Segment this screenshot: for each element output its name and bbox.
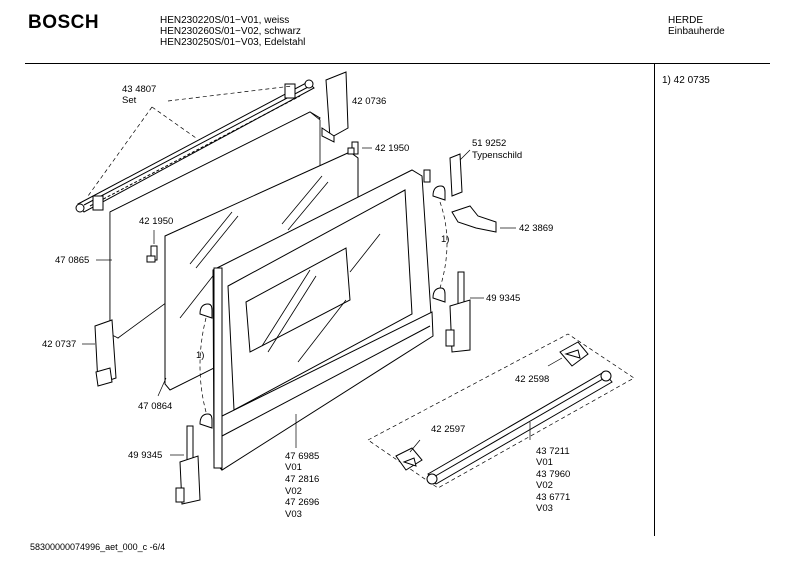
part-label-499345-right: 49 9345 <box>486 293 520 304</box>
handle-bar <box>426 370 613 485</box>
door-variant-5: V03 <box>285 509 302 520</box>
hinge-cover-door-upper <box>199 303 213 319</box>
hinge-right <box>445 271 471 353</box>
part-label-434807: 43 4807 <box>122 84 156 95</box>
model-line: HEN230260S/01−V02, schwarz <box>160 26 301 37</box>
header-divider <box>25 63 770 64</box>
model-list: HEN230220S/01−V01, weiss HEN230260S/01−V… <box>160 15 305 48</box>
part-label-470865: 47 0865 <box>55 255 89 266</box>
part-label-499345-left: 49 9345 <box>128 450 162 461</box>
door-variant-3: V02 <box>285 486 302 497</box>
footnote: 1) 42 0735 <box>662 75 710 86</box>
door-variant-1: V01 <box>285 462 302 473</box>
handle-variant-2: 43 7960 <box>536 469 570 480</box>
part-label-519252-sub: Typenschild <box>472 150 522 161</box>
ref-label-lower: 1) <box>196 350 204 361</box>
hinge-left <box>175 425 201 505</box>
side-bracket-bottom <box>94 319 117 387</box>
part-label-423869: 42 3869 <box>519 223 553 234</box>
handle-group-box <box>367 333 635 489</box>
hinge-rail-part <box>75 79 315 213</box>
brand-logo: BOSCH <box>28 12 100 33</box>
part-label-470864: 47 0864 <box>138 401 172 412</box>
ref-curve-lower <box>199 317 207 413</box>
part-label-420736: 42 0736 <box>352 96 386 107</box>
category-title: HERDE <box>668 15 704 26</box>
handle-cap-left <box>395 447 423 471</box>
side-bracket-top <box>321 71 349 143</box>
part-label-422597: 42 2597 <box>431 424 465 435</box>
part-label-422598: 42 2598 <box>515 374 549 385</box>
bracket-423869 <box>451 205 497 233</box>
model-line: HEN230250S/01−V03, Edelstahl <box>160 37 306 48</box>
door-variant-0: 47 6985 <box>285 451 319 462</box>
hinge-cover-door-lower <box>199 413 213 429</box>
glass-reflections <box>179 175 329 319</box>
notes-divider <box>654 64 655 536</box>
handle-variant-5: V03 <box>536 503 553 514</box>
clip-left <box>146 245 158 263</box>
hinge-cover-upper <box>432 185 446 201</box>
part-label-519252: 51 9252 <box>472 138 506 149</box>
ref-curve-upper <box>439 201 448 289</box>
hinge-cover-lower <box>432 287 446 303</box>
ref-label-upper: 1) <box>441 234 449 245</box>
category-block: HERDE Einbauherde <box>668 15 725 37</box>
handle-cap-right <box>559 341 589 367</box>
handle-variant-4: 43 6771 <box>536 492 570 503</box>
door-variant-4: 47 2696 <box>285 497 319 508</box>
leader-lines-rail <box>87 85 293 197</box>
handle-variant-1: V01 <box>536 457 553 468</box>
door-reflections <box>261 233 381 363</box>
model-line: HEN230220S/01−V01, weiss <box>160 15 290 26</box>
part-label-434807-set: Set <box>122 95 137 106</box>
document-id: 58300000074996_aet_000_c -6/4 <box>30 542 166 552</box>
part-label-420737: 42 0737 <box>42 339 76 350</box>
handle-variant-3: V02 <box>536 480 553 491</box>
door-variant-2: 47 2816 <box>285 474 319 485</box>
clip-top <box>347 141 359 155</box>
part-label-421950-left: 42 1950 <box>139 216 173 227</box>
type-plate <box>449 153 463 197</box>
category-subtitle: Einbauherde <box>668 26 725 37</box>
part-label-421950-top: 42 1950 <box>375 143 409 154</box>
outer-door <box>212 169 434 471</box>
handle-variant-0: 43 7211 <box>536 446 570 457</box>
